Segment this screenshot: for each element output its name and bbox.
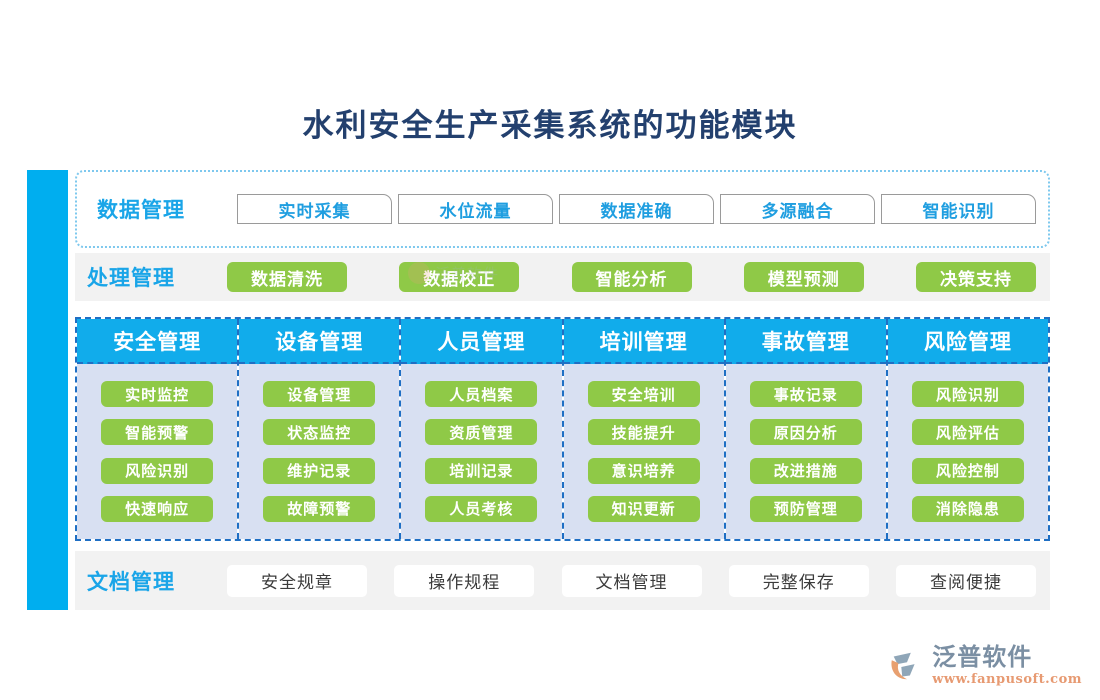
cell-improvement-measures[interactable]: 改进措施: [749, 457, 862, 484]
data-management-items: 实时采集 水位流量 数据准确 多源融合 智能识别: [237, 194, 1040, 224]
cell-maintenance-record[interactable]: 维护记录: [263, 457, 376, 484]
cell-risk-identification[interactable]: 风险识别: [101, 457, 214, 484]
column-body-accident-management: 事故记录 原因分析 改进措施 预防管理: [725, 364, 886, 539]
process-item-model-prediction[interactable]: 模型预测: [743, 262, 864, 292]
doc-item-operating-procedures[interactable]: 操作规程: [394, 564, 535, 597]
cell-risk-identification[interactable]: 风险识别: [911, 381, 1024, 408]
process-management-label: 处理管理: [87, 265, 175, 290]
cell-knowledge-update[interactable]: 知识更新: [587, 495, 700, 522]
cell-realtime-monitoring[interactable]: 实时监控: [101, 381, 214, 408]
column-header-safety-management[interactable]: 安全管理: [77, 319, 238, 364]
document-management-label: 文档管理: [87, 568, 175, 594]
cell-intelligent-warning[interactable]: 智能预警: [101, 419, 214, 446]
cell-awareness-cultivation[interactable]: 意识培养: [587, 457, 700, 484]
cell-rapid-response[interactable]: 快速响应: [101, 495, 214, 522]
cell-risk-control[interactable]: 风险控制: [911, 457, 1024, 484]
brand-name: 泛普软件: [932, 643, 1033, 671]
cell-status-monitoring[interactable]: 状态监控: [263, 419, 376, 446]
cell-hazard-elimination[interactable]: 消除隐患: [911, 495, 1024, 522]
column-body-training-management: 安全培训 技能提升 意识培养 知识更新: [563, 364, 724, 539]
column-header-accident-management[interactable]: 事故管理: [725, 319, 886, 364]
cell-accident-record[interactable]: 事故记录: [749, 381, 862, 408]
module-grid: 安全管理 实时监控 智能预警 风险识别 快速响应 设备管理 设备管理 状态监控 …: [75, 317, 1050, 541]
data-item-data-accuracy[interactable]: 数据准确: [559, 194, 714, 224]
data-item-intelligent-recognition[interactable]: 智能识别: [881, 194, 1036, 224]
brand-logo: 泛普软件 www.fanpusoft.com: [888, 645, 1082, 686]
doc-item-convenient-access[interactable]: 查阅便捷: [896, 564, 1036, 597]
data-item-multi-source-fusion[interactable]: 多源融合: [720, 194, 875, 224]
doc-item-safety-regulations[interactable]: 安全规章: [227, 564, 367, 597]
process-item-data-cleaning[interactable]: 数据清洗: [227, 262, 347, 292]
cell-skill-improvement[interactable]: 技能提升: [587, 419, 700, 446]
column-body-personnel-management: 人员档案 资质管理 培训记录 人员考核: [401, 364, 562, 539]
process-management-items: 数据清洗 数据校正 智能分析 模型预测 决策支持: [227, 262, 1050, 292]
data-management-row: 数据管理 实时采集 水位流量 数据准确 多源融合 智能识别: [75, 170, 1050, 248]
grid-column-accident-management: 事故管理 事故记录 原因分析 改进措施 预防管理: [725, 319, 888, 539]
grid-column-safety-management: 安全管理 实时监控 智能预警 风险识别 快速响应: [77, 319, 240, 539]
process-item-data-correction[interactable]: 数据校正: [399, 262, 520, 292]
column-body-equipment-management: 设备管理 状态监控 维护记录 故障预警: [239, 364, 400, 539]
data-item-realtime-collection[interactable]: 实时采集: [237, 194, 392, 224]
column-header-risk-management[interactable]: 风险管理: [887, 319, 1049, 364]
cell-safety-training[interactable]: 安全培训: [587, 381, 700, 408]
brand-text: 泛普软件 www.fanpusoft.com: [932, 645, 1082, 686]
document-management-row: 文档管理 安全规章 操作规程 文档管理 完整保存 查阅便捷: [75, 551, 1050, 610]
cell-equipment-management[interactable]: 设备管理: [263, 381, 376, 408]
cell-cause-analysis[interactable]: 原因分析: [749, 419, 862, 446]
document-management-items: 安全规章 操作规程 文档管理 完整保存 查阅便捷: [227, 564, 1050, 597]
process-item-decision-support[interactable]: 决策支持: [916, 262, 1036, 292]
grid-column-risk-management: 风险管理 风险识别 风险评估 风险控制 消除隐患: [887, 319, 1049, 539]
page-title: 水利安全生产采集系统的功能模块: [302, 108, 798, 144]
grid-column-personnel-management: 人员管理 人员档案 资质管理 培训记录 人员考核: [401, 319, 564, 539]
brand-url: www.fanpusoft.com: [932, 672, 1082, 687]
cell-qualification-management[interactable]: 资质管理: [425, 419, 538, 446]
column-header-training-management[interactable]: 培训管理: [563, 319, 724, 364]
left-accent-bar: [27, 170, 68, 610]
doc-item-document-management[interactable]: 文档管理: [561, 564, 702, 597]
column-header-personnel-management[interactable]: 人员管理: [401, 319, 562, 364]
process-item-intelligent-analysis[interactable]: 智能分析: [571, 262, 692, 292]
fanpu-logo-icon: [888, 647, 926, 685]
cell-risk-assessment[interactable]: 风险评估: [911, 419, 1024, 446]
column-body-risk-management: 风险识别 风险评估 风险控制 消除隐患: [887, 364, 1049, 539]
cell-fault-warning[interactable]: 故障预警: [263, 495, 376, 522]
process-management-row: 处理管理 数据清洗 数据校正 智能分析 模型预测 决策支持: [75, 253, 1050, 301]
data-management-label: 数据管理: [97, 197, 185, 222]
cell-prevention-management[interactable]: 预防管理: [749, 495, 862, 522]
grid-column-equipment-management: 设备管理 设备管理 状态监控 维护记录 故障预警: [239, 319, 402, 539]
cell-training-record[interactable]: 培训记录: [425, 457, 538, 484]
grid-column-training-management: 培训管理 安全培训 技能提升 意识培养 知识更新: [563, 319, 726, 539]
cell-personnel-file[interactable]: 人员档案: [425, 381, 538, 408]
cell-personnel-assessment[interactable]: 人员考核: [425, 495, 538, 522]
column-body-safety-management: 实时监控 智能预警 风险识别 快速响应: [77, 364, 238, 539]
data-item-water-level-flow[interactable]: 水位流量: [398, 194, 553, 224]
column-header-equipment-management[interactable]: 设备管理: [239, 319, 400, 364]
doc-item-complete-preservation[interactable]: 完整保存: [728, 564, 869, 597]
